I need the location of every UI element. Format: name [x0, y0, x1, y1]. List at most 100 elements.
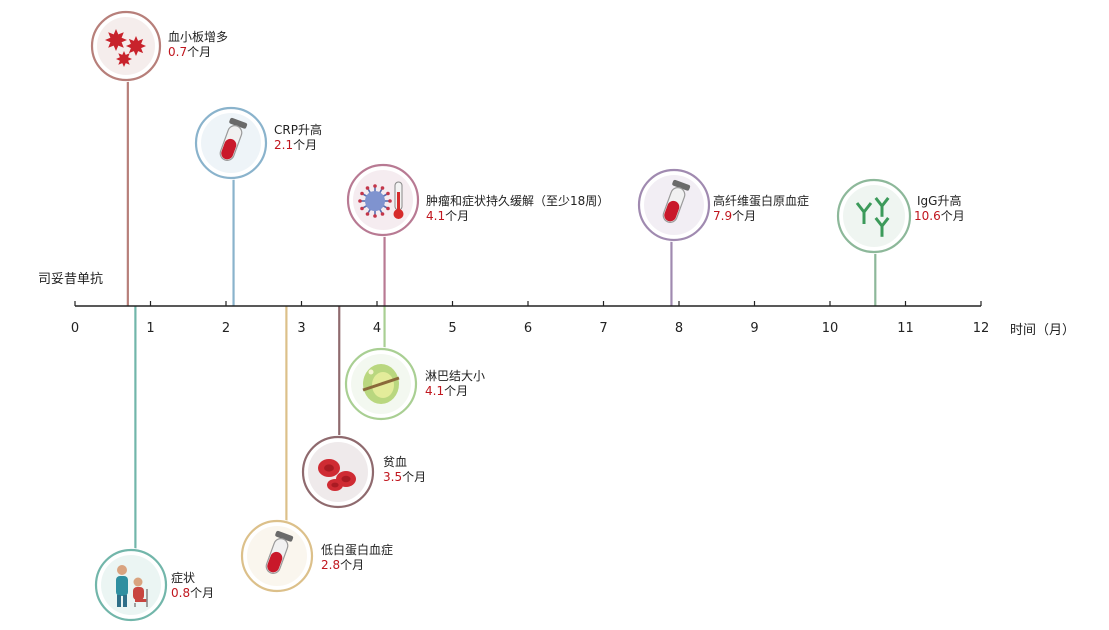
virus-body [365, 191, 385, 211]
virus-spike-tip [373, 214, 377, 218]
axis-tick-label: 10 [822, 321, 839, 336]
event-unit: 个月 [293, 138, 318, 152]
tube-cap [275, 530, 294, 542]
axis-tick-label: 12 [973, 321, 990, 336]
platelet-shape [105, 29, 127, 51]
event-month: 3.5个月 [383, 470, 426, 485]
tube-blood [267, 551, 283, 573]
axis-title: 时间（月） [1010, 323, 1076, 338]
event-unit: 个月 [732, 209, 757, 223]
marker-ring [836, 178, 912, 254]
caregiver-leg [117, 595, 121, 607]
drug-label: 司妥昔单抗 [38, 272, 104, 287]
event-text-crp: CRP升高 2.1个月 [274, 123, 322, 153]
event-marker-igg [836, 178, 912, 254]
virus-spike-tip [360, 191, 364, 196]
axis-tick-label: 5 [448, 321, 456, 336]
event-text-hyperfibrinogenemia: 高纤维蛋白原血症 7.9个月 [713, 194, 809, 224]
virus-spike-tip [373, 184, 377, 188]
event-unit: 个月 [340, 558, 365, 572]
antibody-arm [862, 202, 873, 213]
event-month: 2.1个月 [274, 138, 322, 153]
patient-head [133, 577, 143, 587]
virus-spike-tip [365, 212, 370, 216]
event-value: 10.6 [914, 209, 941, 223]
axis-tick-label: 8 [675, 321, 683, 336]
thermo-mercury [397, 192, 400, 210]
event-month: 2.8个月 [321, 558, 393, 573]
event-unit: 个月 [940, 209, 965, 223]
antibody-arm [874, 216, 884, 227]
tube-blood [664, 200, 680, 222]
event-text-anemia: 贫血 3.5个月 [383, 455, 426, 485]
event-unit: 个月 [444, 384, 469, 398]
event-marker-lymph [344, 347, 418, 421]
platelet-shape [126, 36, 146, 56]
axis-tick-label: 4 [373, 321, 381, 336]
event-month: 0.7个月 [168, 45, 228, 60]
event-marker-hyperfibrinogenemia [637, 168, 711, 242]
event-value: 3.5 [383, 470, 403, 484]
event-value: 0.8 [171, 586, 191, 600]
event-unit: 个月 [445, 209, 470, 223]
axis-tick-label: 1 [146, 321, 154, 336]
event-text-hypoalbuminemia: 低白蛋白血症 2.8个月 [321, 543, 393, 573]
tube-cap [229, 117, 248, 129]
axis-tick-label: 0 [71, 321, 79, 336]
event-value: 7.9 [713, 209, 733, 223]
event-month: 4.1个月 [425, 384, 485, 399]
event-month: 4.1个月 [426, 209, 609, 224]
virus-spike-tip [386, 206, 390, 211]
event-month: 7.9个月 [713, 209, 809, 224]
event-unit: 个月 [187, 45, 212, 59]
event-value: 2.1 [274, 138, 294, 152]
event-text-thrombocytosis: 血小板增多 0.7个月 [168, 30, 228, 60]
axis-tick-label: 3 [297, 321, 305, 336]
tube-blood [221, 138, 237, 160]
event-name: 肿瘤和症状持久缓解（至少18周） [426, 194, 610, 208]
antibody-icon [855, 196, 890, 237]
event-text-lymph: 淋巴结大小 4.1个月 [425, 369, 485, 399]
event-month: 0.8个月 [171, 586, 214, 601]
virus-thermometer-icon [358, 181, 404, 219]
lymph-node-icon [362, 364, 400, 404]
event-value: 0.7 [168, 45, 188, 59]
node-core [372, 372, 394, 398]
blood-tube-icon [662, 179, 691, 223]
marker-fill [101, 555, 161, 615]
antibody-arm [880, 216, 890, 227]
event-text-tumor: 肿瘤和症状持久缓解（至少18周） 4.1个月 [426, 194, 609, 224]
virus-spike-tip [380, 212, 385, 216]
event-name: 贫血 [383, 455, 408, 469]
platelets-icon [105, 29, 146, 67]
blood-cell-center [324, 464, 334, 472]
event-text-symptoms: 症状 0.8个月 [171, 571, 214, 601]
virus-spike-tip [365, 186, 370, 190]
virus-spike-tip [386, 191, 390, 196]
marker-fill [843, 185, 905, 247]
event-name: 高纤维蛋白原血症 [713, 194, 810, 208]
axis-tick-label: 11 [897, 321, 914, 336]
axis-tick-label: 2 [222, 321, 230, 336]
axis-tick-label: 7 [599, 321, 607, 336]
axis-tick-label: 6 [524, 321, 532, 336]
event-text-igg: IgG升高 10.6个月 [914, 194, 965, 224]
caregiver-body [116, 576, 128, 596]
platelet-shape [116, 51, 132, 67]
virus-spike-tip [380, 186, 385, 190]
event-name: CRP升高 [274, 123, 322, 137]
event-month: 10.6个月 [914, 209, 965, 224]
event-marker-anemia [301, 435, 375, 509]
caregiver-leg [123, 595, 127, 607]
event-value: 4.1 [426, 209, 446, 223]
event-marker-crp [194, 106, 268, 180]
antibody-arm [880, 196, 890, 207]
event-marker-symptoms [94, 548, 168, 622]
tube-cap [672, 179, 691, 191]
virus-spike-tip [358, 199, 362, 203]
event-unit: 个月 [190, 586, 215, 600]
virus-spike-tip [360, 206, 364, 211]
event-name: 淋巴结大小 [425, 369, 486, 383]
